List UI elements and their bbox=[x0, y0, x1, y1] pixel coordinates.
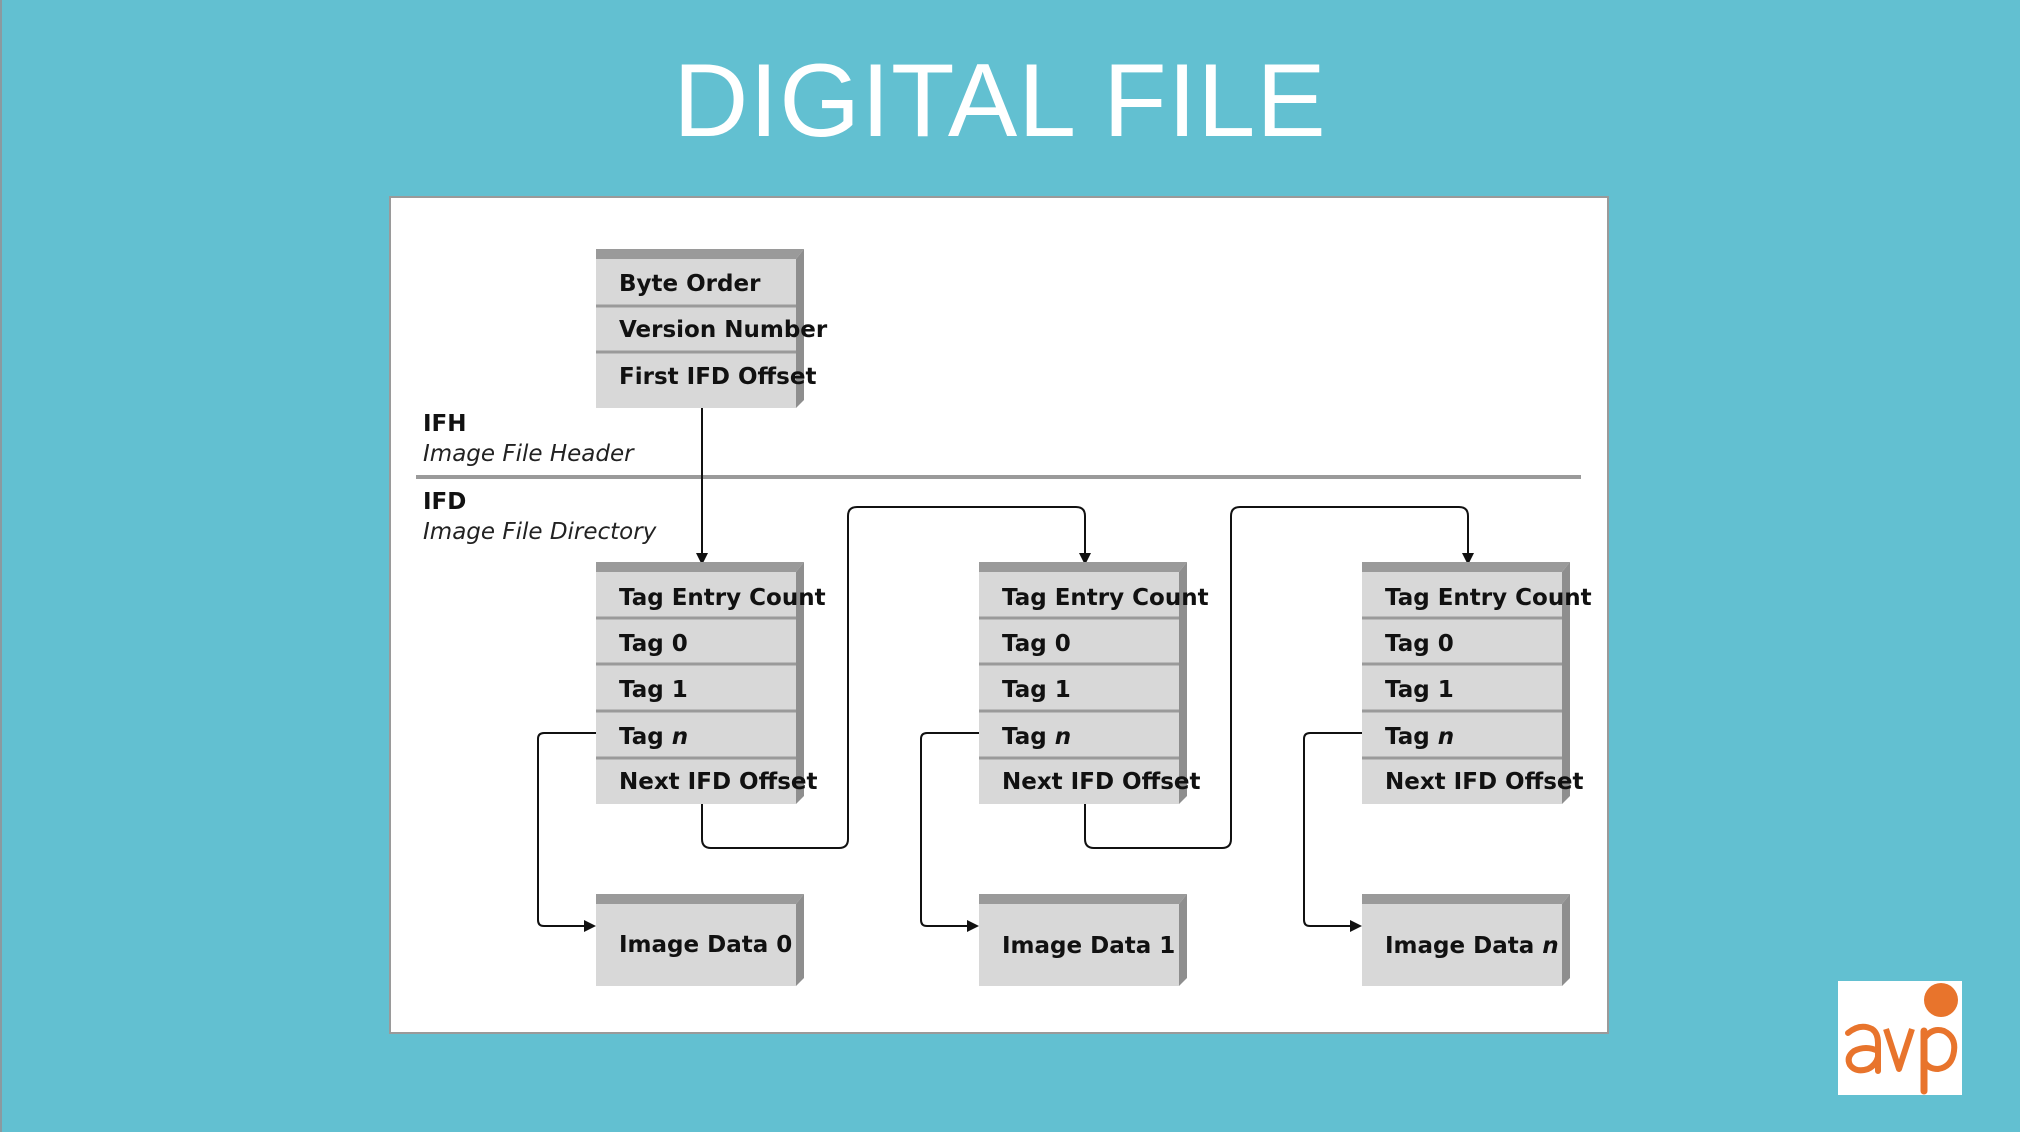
next-ifd-arrow-0 bbox=[701, 506, 1091, 849]
image-data-label: Image Data 1 bbox=[1002, 933, 1175, 959]
next-ifd-offset-label: Next IFD Offset bbox=[1385, 769, 1584, 795]
next-ifd-offset-label: Next IFD Offset bbox=[1002, 769, 1201, 795]
slide-left-edge bbox=[0, 0, 2, 1132]
connectors bbox=[537, 408, 1474, 932]
slide-title: DIGITAL FILE bbox=[673, 43, 1327, 159]
tag-1-label: Tag 1 bbox=[1385, 677, 1454, 703]
avp-logo bbox=[1838, 981, 1962, 1095]
version-number-label: Version Number bbox=[619, 317, 828, 343]
tag-0-label: Tag 0 bbox=[1002, 631, 1071, 657]
ifh-abbr-label: IFH bbox=[423, 411, 467, 437]
tag-entry-count-label: Tag Entry Count bbox=[1385, 585, 1592, 611]
tag-n-label: Tag n bbox=[619, 724, 688, 750]
tag-0-label: Tag 0 bbox=[619, 631, 688, 657]
image-data-label: Image Data n bbox=[1385, 933, 1559, 959]
tag-entry-count-label: Tag Entry Count bbox=[1002, 585, 1209, 611]
ifh-name-label: Image File Header bbox=[423, 441, 635, 467]
tag-n-arrow-1 bbox=[920, 732, 979, 932]
next-ifd-offset-label: Next IFD Offset bbox=[619, 769, 818, 795]
tag-1-label: Tag 1 bbox=[619, 677, 688, 703]
tag-n-label: Tag n bbox=[1002, 724, 1071, 750]
tag-n-arrow-0 bbox=[537, 732, 596, 932]
tag-1-label: Tag 1 bbox=[1002, 677, 1071, 703]
next-ifd-arrow-1 bbox=[1084, 506, 1474, 849]
tiff-structure-diagram: Byte Order Version Number First IFD Offs… bbox=[416, 249, 1592, 986]
byte-order-label: Byte Order bbox=[619, 271, 761, 297]
avp-logo-mark bbox=[1845, 983, 1958, 1095]
header-block: Byte Order Version Number First IFD Offs… bbox=[596, 249, 828, 408]
ifd-block-0: Tag Entry Count Tag 0 Tag 1 Tag n Next I… bbox=[596, 562, 826, 804]
ifd-abbr-label: IFD bbox=[423, 489, 466, 515]
first-ifd-offset-label: First IFD Offset bbox=[619, 364, 816, 390]
ifd-name-label: Image File Directory bbox=[423, 519, 657, 545]
diagram-frame: Byte Order Version Number First IFD Offs… bbox=[389, 196, 1609, 1034]
tag-entry-count-label: Tag Entry Count bbox=[619, 585, 826, 611]
ifd-block-2: Tag Entry Count Tag 0 Tag 1 Tag n Next I… bbox=[1362, 562, 1592, 804]
tag-n-arrow-2 bbox=[1303, 732, 1362, 932]
tag-0-label: Tag 0 bbox=[1385, 631, 1454, 657]
tag-n-label: Tag n bbox=[1385, 724, 1454, 750]
ifd-block-1: Tag Entry Count Tag 0 Tag 1 Tag n Next I… bbox=[979, 562, 1209, 804]
image-data-block-2: Image Data n bbox=[1362, 894, 1570, 986]
image-data-block-1: Image Data 1 bbox=[979, 894, 1187, 986]
image-data-block-0: Image Data 0 bbox=[596, 894, 804, 986]
image-data-label: Image Data 0 bbox=[619, 932, 792, 958]
